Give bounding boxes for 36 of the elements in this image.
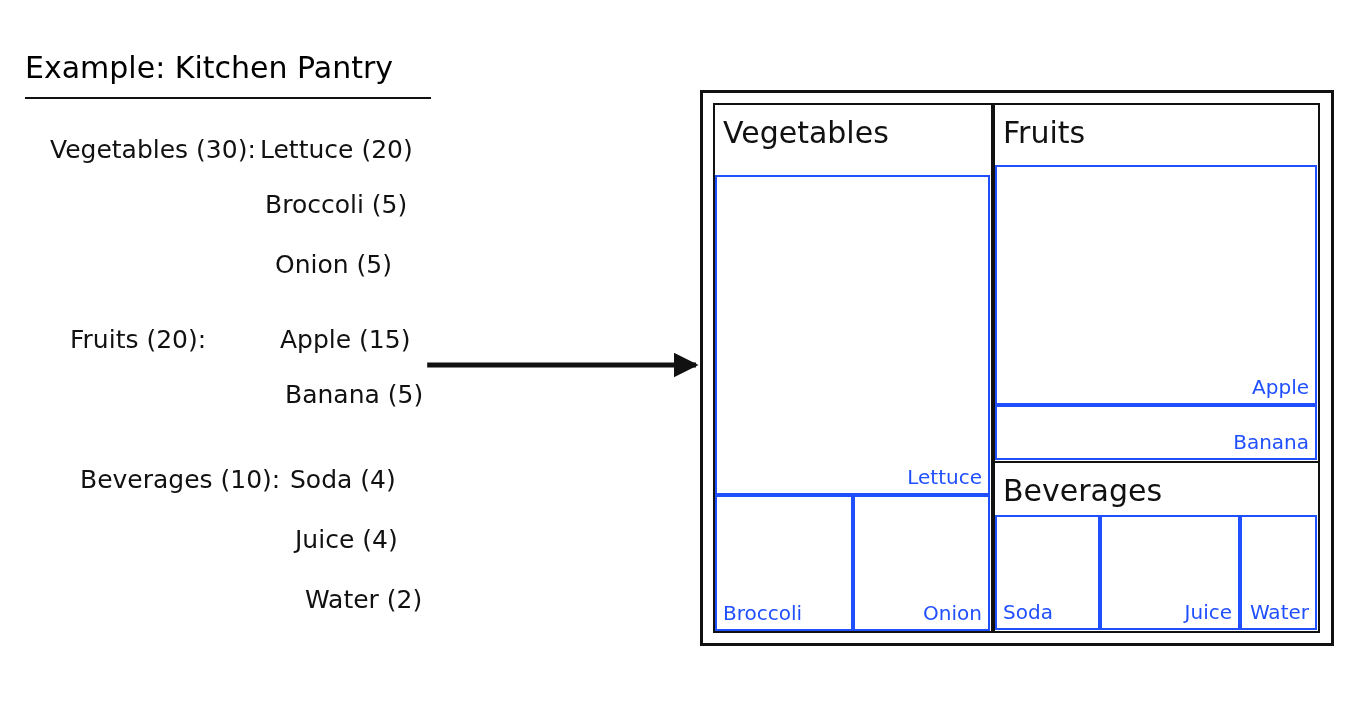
title: Example: Kitchen Pantry [25,50,431,99]
category-heading: Vegetables [723,115,889,150]
list-entry: Broccoli (5) [265,190,408,219]
item-label: Apple [1252,375,1309,399]
treemap-cell [715,175,990,495]
treemap-cell [1100,515,1240,630]
treemap-cell [995,165,1317,405]
list-entry: Banana (5) [285,380,424,409]
list-entry: Vegetables (30): [50,135,256,164]
item-label: Broccoli [723,601,803,625]
list-entry: Apple (15) [280,325,411,354]
treemap-cell [993,103,1320,463]
treemap-cell [715,495,853,631]
list-entry: Onion (5) [275,250,392,279]
list-entry: Fruits (20): [70,325,207,354]
list-entry: Beverages (10): [80,465,281,494]
treemap-cell [1240,515,1317,630]
list-entry: Soda (4) [290,465,396,494]
list-entry: Water (2) [305,585,423,614]
category-heading: Beverages [1003,473,1163,508]
item-label: Lettuce [907,465,982,489]
item-label: Onion [923,601,982,625]
treemap-cell [995,405,1317,460]
item-label: Soda [1003,600,1053,624]
list-entry: Juice (4) [295,525,398,554]
treemap-cell [853,495,990,631]
treemap-cell [713,103,993,633]
treemap-cell [995,515,1100,630]
list-entry: Lettuce (20) [260,135,413,164]
item-label: Banana [1233,430,1309,454]
arrow [427,352,699,378]
item-label: Juice [1184,600,1232,624]
category-heading: Fruits [1003,115,1086,150]
treemap-frame [700,90,1334,646]
treemap-cell [993,461,1320,633]
item-label: Water [1249,600,1309,624]
